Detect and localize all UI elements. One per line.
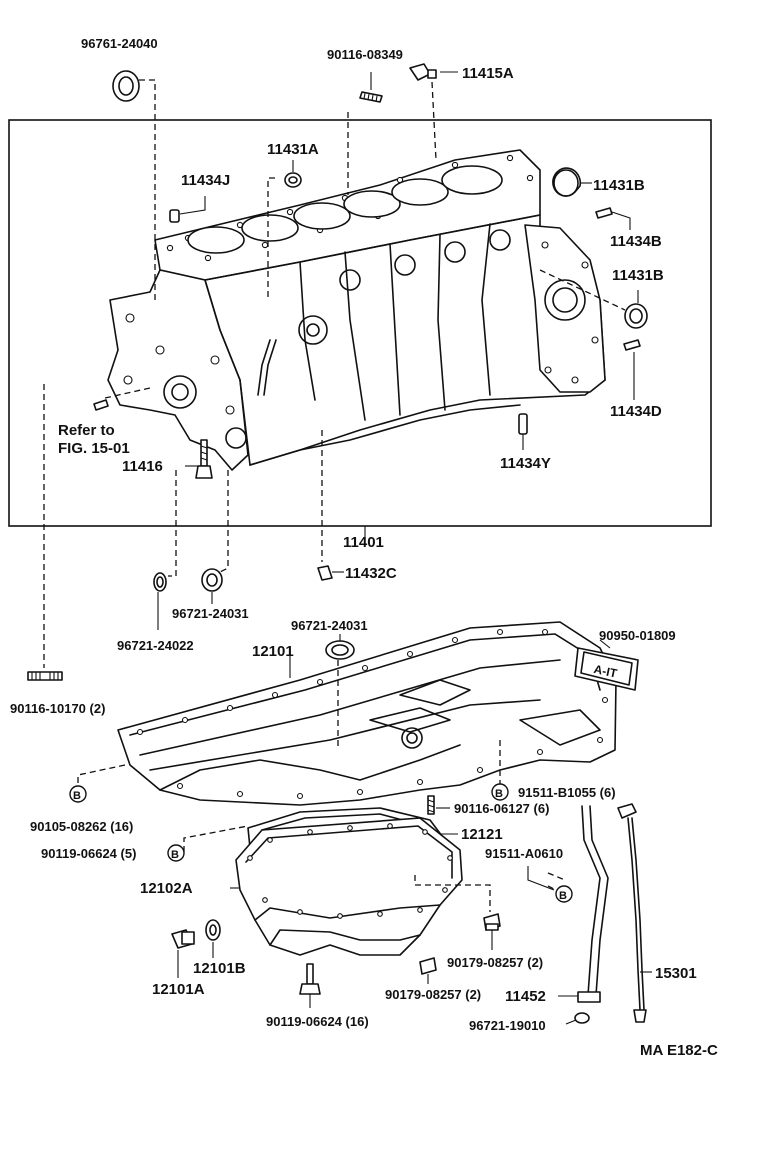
label-90116-06127: 90116-06127 (6) xyxy=(454,801,549,816)
svg-text:B: B xyxy=(73,790,81,802)
label-90116-10170: 90116-10170 (2) xyxy=(10,701,105,716)
label-refer-to: Refer to xyxy=(58,422,115,439)
bolt-11416[interactable] xyxy=(195,439,213,479)
label-11432C: 11432C xyxy=(345,565,397,582)
label-96721-19010: 96721-19010 xyxy=(469,1018,546,1033)
svg-text:B: B xyxy=(495,788,503,800)
pin-11434Y[interactable] xyxy=(518,413,528,435)
drawing-code: MA E182-C xyxy=(640,1042,718,1059)
b-marker-90119-06624: B xyxy=(167,844,185,862)
plug-11415A[interactable] xyxy=(409,63,437,81)
label-91511-A0610: 91511-A0610 xyxy=(485,846,563,861)
label-90116-08349: 90116-08349 xyxy=(327,47,403,62)
b-marker-90105-08262: B xyxy=(69,785,87,803)
label-96721-24031-a: 96721-24031 xyxy=(172,606,249,621)
label-11434J: 11434J xyxy=(181,172,230,189)
plug-11431B-mid[interactable] xyxy=(624,303,648,329)
seal-96721-24031-a[interactable] xyxy=(201,568,223,592)
nut-90179-08257-a[interactable] xyxy=(483,913,501,931)
b-marker-91511-A0610: B xyxy=(555,885,573,903)
label-96721-24031-b: 96721-24031 xyxy=(291,618,368,633)
label-11434Y: 11434Y xyxy=(500,455,551,472)
drain-plug-12101A[interactable] xyxy=(171,929,195,949)
svg-text:B: B xyxy=(559,890,567,902)
nut-90179-08257-b[interactable] xyxy=(419,957,437,975)
sticker-text: A-IT xyxy=(593,662,619,681)
label-90179-08257-b: 90179-08257 (2) xyxy=(385,987,481,1002)
pin-11434J[interactable] xyxy=(169,209,180,223)
plug-11431B-top[interactable] xyxy=(552,167,582,197)
label-91511-B1055: 91511-B1055 (6) xyxy=(518,785,616,800)
block-assembly-frame xyxy=(8,119,712,527)
label-12121: 12121 xyxy=(461,826,503,843)
label-15301: 15301 xyxy=(655,965,697,982)
label-fig-ref: FIG. 15-01 xyxy=(58,440,130,457)
label-12102A: 12102A xyxy=(140,880,193,897)
oring-96721-19010[interactable] xyxy=(574,1012,590,1024)
label-11431A: 11431A xyxy=(267,141,319,158)
oil-level-gauge-guide-11452[interactable] xyxy=(577,805,609,1003)
label-11401: 11401 xyxy=(343,534,384,551)
stud-90116-08349[interactable] xyxy=(359,91,383,103)
svg-text:B: B xyxy=(171,849,179,861)
pan-bolt-holes xyxy=(136,628,609,800)
label-11416: 11416 xyxy=(122,458,163,475)
oil-pan-lower-12102A[interactable] xyxy=(235,817,463,956)
label-90119-06624-5: 90119-06624 (5) xyxy=(41,846,136,861)
label-11452: 11452 xyxy=(505,988,546,1005)
cylinder-bores xyxy=(187,165,503,254)
seal-96721-24031-b[interactable] xyxy=(325,640,355,660)
label-96721-24022: 96721-24022 xyxy=(117,638,194,653)
plug-11431A[interactable] xyxy=(284,172,302,188)
label-12101A: 12101A xyxy=(152,981,205,998)
label-12101: 12101 xyxy=(252,643,294,660)
part-labels: 96761-24040 90116-08349 11415A 11431A 11… xyxy=(10,36,718,1059)
stud-90116-06127[interactable] xyxy=(427,795,435,815)
gasket-12101B[interactable] xyxy=(205,919,221,941)
label-96761-24040: 96761-24040 xyxy=(81,36,158,51)
lower-pan-bolt-holes xyxy=(247,823,453,919)
seal-96721-24022[interactable] xyxy=(153,572,167,592)
oil-seal-96761-24040[interactable] xyxy=(112,70,140,102)
b-marker-91511-B1055: B xyxy=(491,783,509,801)
label-11431B-mid: 11431B xyxy=(612,267,664,284)
label-12101B: 12101B xyxy=(193,960,246,977)
oil-dipstick-15301[interactable] xyxy=(617,803,647,1023)
stud-90116-10170[interactable] xyxy=(27,671,63,681)
plug-11432C[interactable] xyxy=(317,565,333,581)
pin-11434D[interactable] xyxy=(623,339,641,351)
pin-refer-fig xyxy=(93,399,109,411)
cylinder-block-11401[interactable] xyxy=(107,149,606,471)
label-11434D: 11434D xyxy=(610,403,662,420)
label-11434B: 11434B xyxy=(610,233,662,250)
bolt-90119-06624-16[interactable] xyxy=(299,963,321,995)
label-11431B-top: 11431B xyxy=(593,177,645,194)
label-90105-08262: 90105-08262 (16) xyxy=(30,819,133,834)
sticker-90950-01809[interactable]: A-IT xyxy=(574,647,639,691)
label-90119-06624-16: 90119-06624 (16) xyxy=(266,1014,369,1029)
label-90179-08257-a: 90179-08257 (2) xyxy=(447,955,543,970)
label-90950-01809: 90950-01809 xyxy=(599,628,676,643)
pin-11434B[interactable] xyxy=(595,207,613,219)
label-11415A: 11415A xyxy=(462,65,514,82)
